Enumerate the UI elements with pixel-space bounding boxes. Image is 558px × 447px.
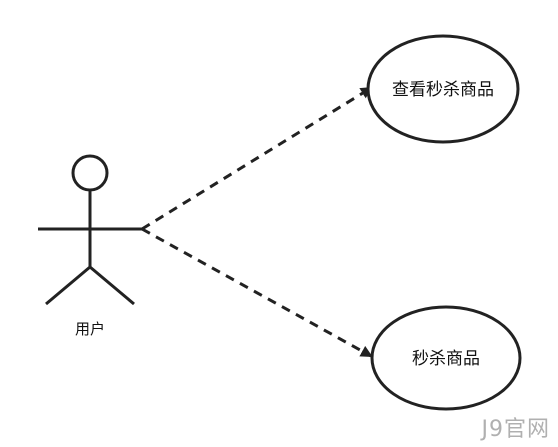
actor-user[interactable]: 用户	[38, 154, 142, 338]
use-case-flash-sale-products[interactable]: 秒杀商品	[370, 305, 522, 411]
association-arrow-flash-sale	[141, 227, 373, 358]
actor-left-leg	[45, 265, 91, 306]
use-case-ellipse	[366, 34, 520, 144]
watermark: J9官网	[481, 417, 550, 442]
use-case-view-flash-sale-products[interactable]: 查看秒杀商品	[366, 34, 520, 144]
use-case-ellipse	[370, 305, 522, 411]
association-arrow-view-products	[141, 86, 373, 231]
actor-right-leg	[89, 265, 135, 306]
actor-head	[71, 154, 109, 192]
use-case-label: 秒杀商品	[412, 349, 480, 369]
actor-label: 用户	[75, 320, 105, 338]
use-case-label: 查看秒杀商品	[392, 80, 494, 100]
